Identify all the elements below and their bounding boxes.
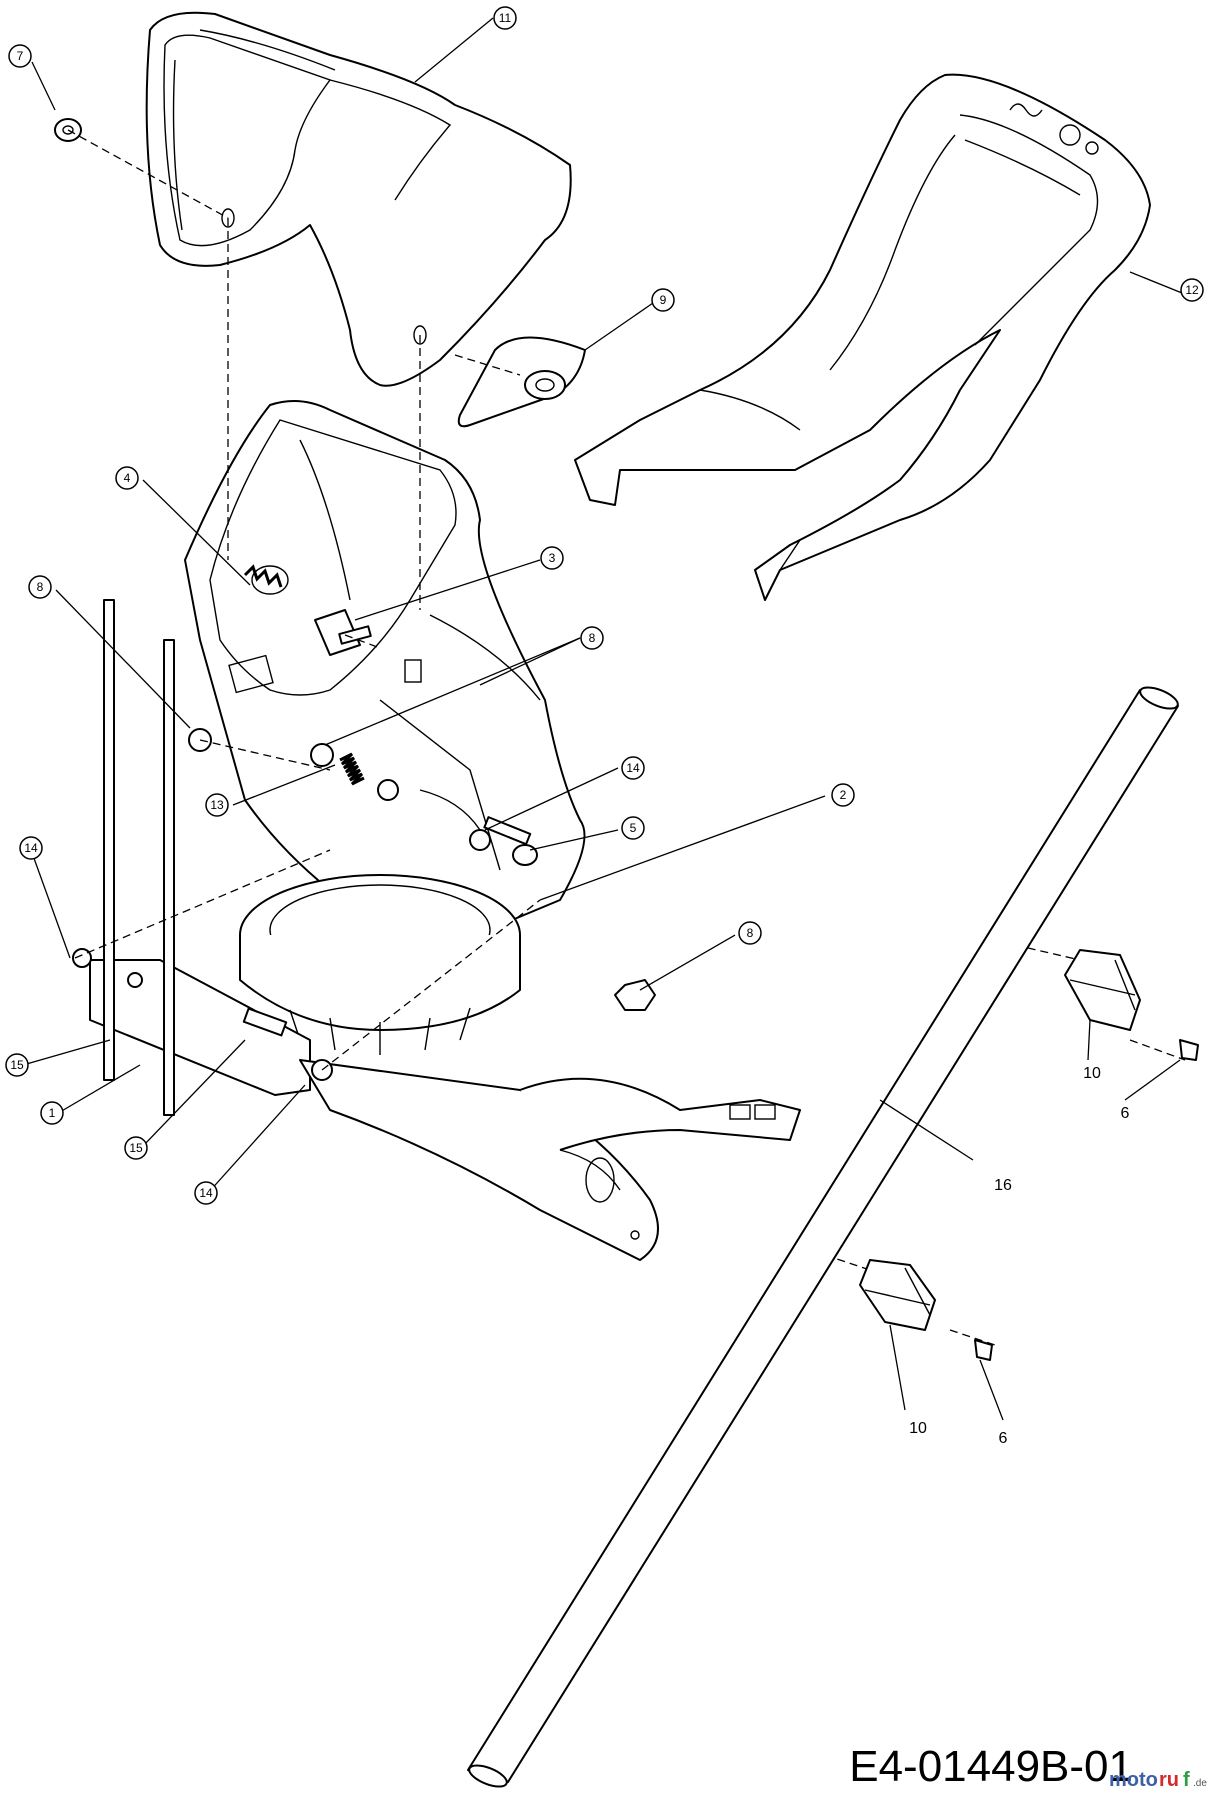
callout-8-top: 8	[28, 575, 52, 599]
callout-1: 1	[40, 1101, 64, 1125]
callout-12: 12	[1180, 278, 1204, 302]
callout-11-text: 11	[499, 11, 512, 25]
callout-14-left: 14	[19, 836, 43, 860]
callout-8-bottom-text: 8	[747, 926, 754, 940]
part-12-handle	[574, 73, 1151, 601]
callout-3: 3	[540, 546, 564, 570]
callout-5: 5	[621, 816, 645, 840]
label-6-upper: 6	[1121, 1105, 1130, 1122]
callout-4-text: 4	[124, 471, 131, 485]
callout-7: 7	[8, 44, 32, 68]
part-11-deflector	[145, 11, 572, 387]
callout-13-text: 13	[210, 798, 224, 812]
callout-9-text: 9	[660, 293, 667, 307]
callout-14-right-text: 14	[626, 761, 640, 775]
part-2-chute	[184, 400, 586, 951]
callout-4: 4	[115, 466, 139, 490]
callout-8-bottom: 8	[738, 921, 762, 945]
callout-12-text: 12	[1185, 283, 1199, 297]
clips-and-screws	[859, 949, 1199, 1361]
callout-8-mid-text: 8	[589, 631, 596, 645]
callout-3-text: 3	[549, 551, 556, 565]
callout-7-text: 7	[17, 49, 24, 63]
callout-15-bottom: 15	[124, 1136, 148, 1160]
callout-1-text: 1	[49, 1106, 56, 1120]
callout-5-text: 5	[630, 821, 637, 835]
svg-text:ru: ru	[1159, 1769, 1179, 1791]
label-10-lower: 10	[909, 1420, 927, 1437]
callout-11: 11	[493, 6, 517, 30]
springs	[243, 564, 365, 786]
rods	[103, 599, 175, 1116]
callout-8-mid: 8	[580, 626, 604, 650]
label-10-upper: 10	[1083, 1065, 1101, 1082]
callout-9: 9	[651, 288, 675, 312]
svg-text:.de: .de	[1193, 1778, 1207, 1789]
callout-14-right: 14	[621, 756, 645, 780]
part-16-tube	[467, 686, 1179, 1788]
svg-text:f: f	[1183, 1769, 1190, 1791]
svg-text:moto: moto	[1109, 1769, 1158, 1791]
callout-14-bottom: 14	[194, 1181, 218, 1205]
base-ring	[239, 874, 521, 1055]
label-16: 16	[994, 1177, 1012, 1194]
callout-8-top-text: 8	[37, 580, 44, 594]
leader-lines	[22, 17, 1183, 1421]
callout-13: 13	[205, 793, 229, 817]
watermark-logo: moto ru f .de	[1109, 1769, 1207, 1791]
label-6-lower: 6	[999, 1430, 1008, 1447]
part-9-knob	[457, 336, 586, 428]
bracket-plate	[89, 959, 801, 1261]
drawing-number: E4-01449B-01	[849, 1742, 1133, 1791]
callout-15-left-text: 15	[10, 1058, 24, 1072]
callout-14-left-text: 14	[24, 841, 38, 855]
callout-2: 2	[831, 783, 855, 807]
callout-14-bottom-text: 14	[199, 1186, 213, 1200]
callout-15-bottom-text: 15	[129, 1141, 143, 1155]
callout-15-left: 15	[5, 1053, 29, 1077]
callout-2-text: 2	[840, 788, 847, 802]
